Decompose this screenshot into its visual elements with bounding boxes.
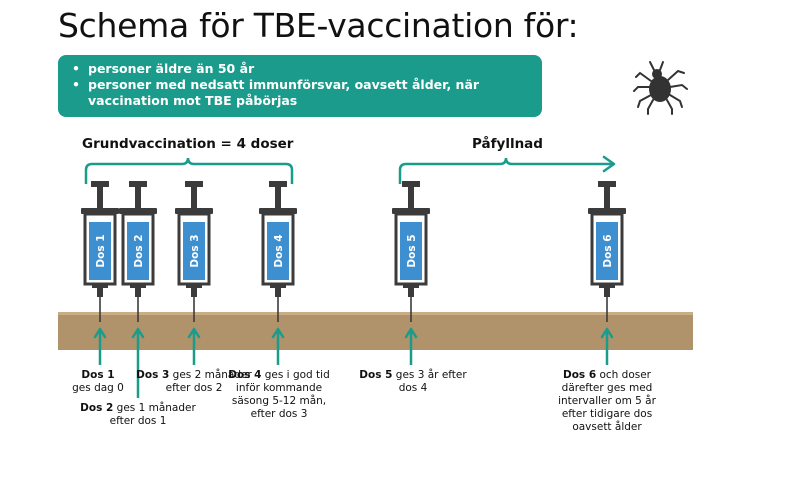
- syringe-label: Dos 3: [189, 234, 201, 267]
- booster-arrow: [398, 157, 612, 184]
- dose-arrow: [600, 327, 614, 365]
- syringe-label: Dos 2: [133, 234, 145, 267]
- syringe-icon: Dos 5: [392, 181, 430, 322]
- dose-caption: Dos 3 ges 2 månader efter dos 2: [136, 369, 252, 394]
- dose-caption: Dos 5 ges 3 år efter dos 4: [359, 369, 467, 394]
- dose-arrow: [187, 327, 201, 365]
- target-groups-box: personer äldre än 50 år personer med ned…: [58, 55, 542, 117]
- syringe-icon: Dos 6: [588, 181, 626, 322]
- syringe-label: Dos 5: [406, 234, 418, 267]
- syringe-label: Dos 4: [273, 234, 285, 267]
- dose-caption: Dos 4 ges i god tid inför kommande säson…: [228, 369, 330, 420]
- skin-layer: [58, 312, 693, 350]
- syringe-label: Dos 1: [95, 234, 107, 267]
- dose-caption: Dos 6 och doser därefter ges med interva…: [558, 369, 656, 433]
- dose-caption: Dos 2 ges 1 månader efter dos 1: [80, 402, 196, 427]
- basic-vaccination-heading: Grundvaccination = 4 doser: [82, 136, 294, 152]
- syringe-icon: Dos 3: [175, 181, 213, 322]
- dose-arrow: [93, 327, 107, 365]
- page-title: Schema för TBE-vaccination för:: [58, 6, 579, 45]
- syringe-icon: Dos 4: [259, 181, 297, 322]
- target-group-item: personer äldre än 50 år: [72, 61, 532, 77]
- dose-arrow: [271, 327, 285, 365]
- target-group-item: personer med nedsatt immunförsvar, oavse…: [72, 77, 532, 109]
- dose-arrow: [131, 327, 145, 398]
- syringe-icon: Dos 1: [81, 181, 119, 322]
- basic-vaccination-bracket: [84, 157, 294, 184]
- syringe-label: Dos 6: [602, 234, 614, 267]
- syringe-icon: Dos 2: [119, 181, 157, 322]
- tick-icon: [633, 61, 688, 115]
- booster-heading: Påfyllnad: [472, 136, 543, 152]
- dose-arrow: [404, 327, 418, 365]
